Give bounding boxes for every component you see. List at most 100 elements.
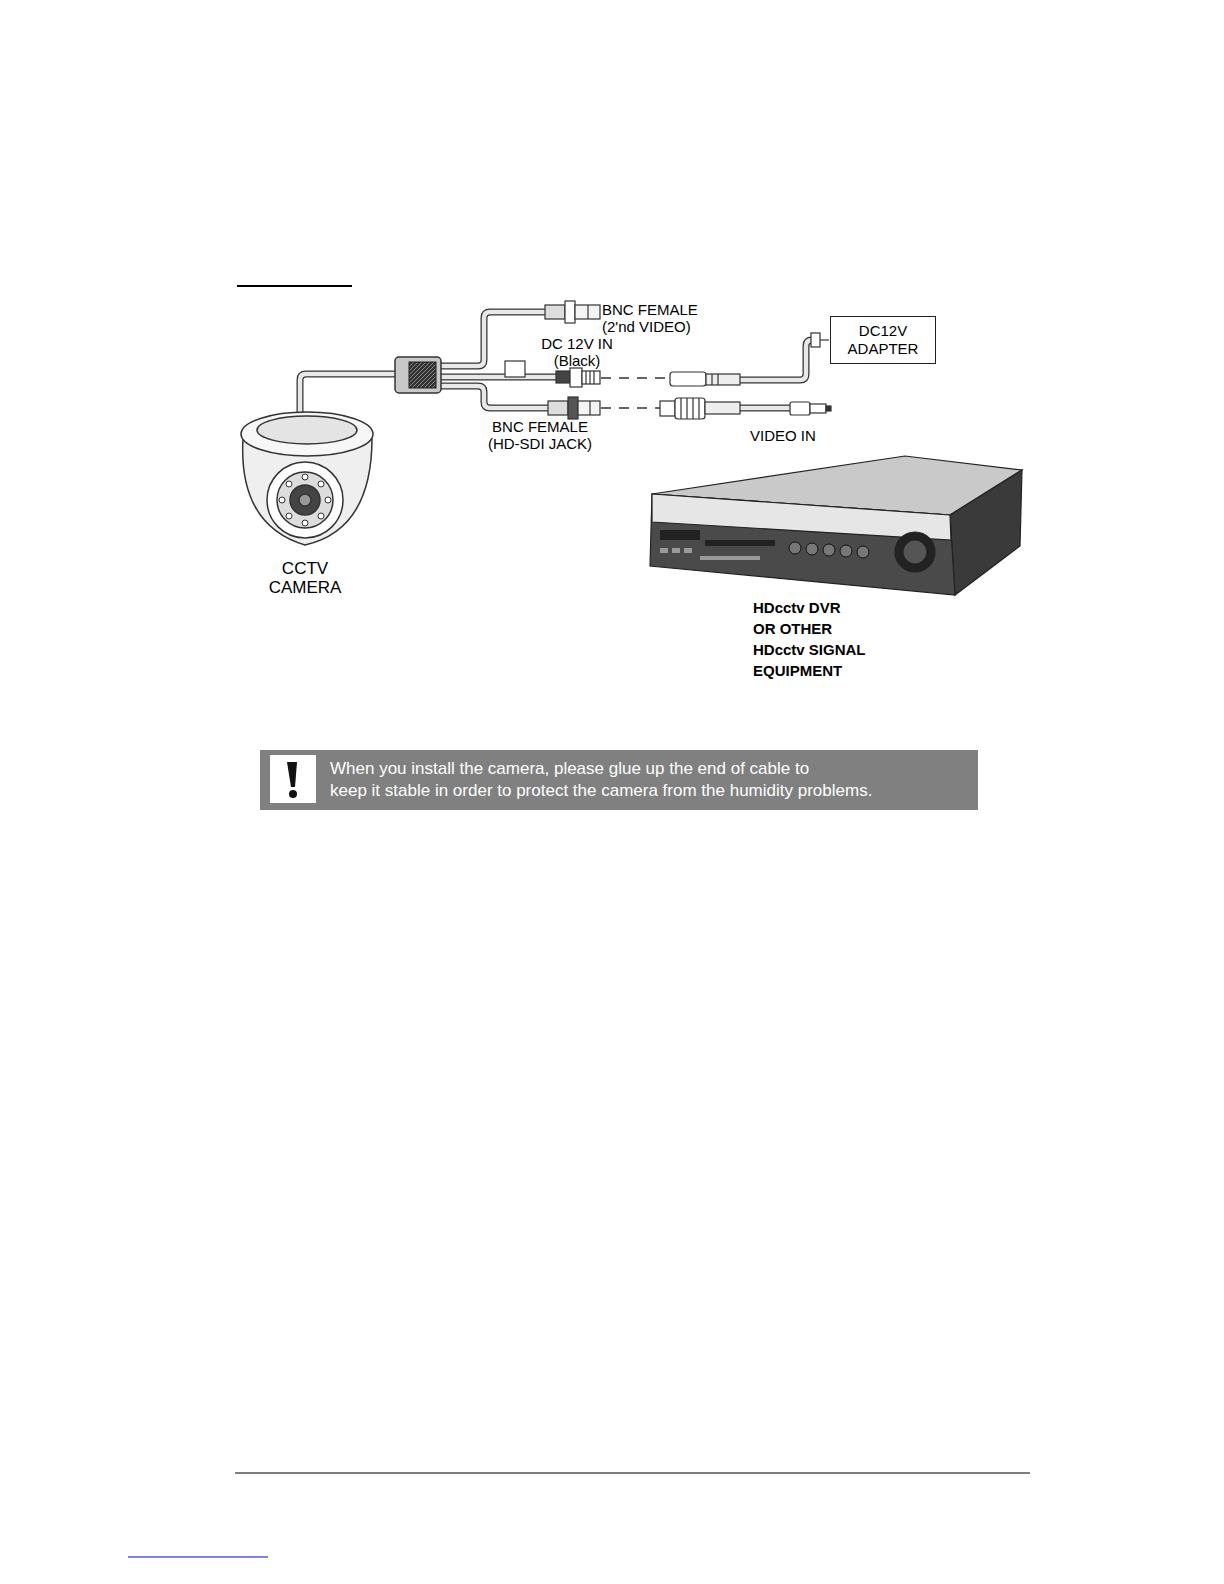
warning-icon [289, 790, 297, 798]
bnc-male-plug [660, 398, 740, 419]
dashed-link [601, 407, 660, 409]
page-rules [128, 1556, 268, 1557]
dvr-recorder [700, 556, 760, 560]
dvr-recorder [672, 548, 680, 553]
cables [440, 386, 548, 408]
dc-jack [556, 368, 600, 387]
dome-camera [325, 497, 331, 503]
rca-plug [790, 402, 831, 415]
warning-icon [270, 755, 316, 803]
heading-underline [237, 285, 352, 287]
connector-label: DC 12V IN (Black) [517, 335, 637, 369]
bnc-female-connector [565, 301, 575, 323]
dvr-recorder [950, 470, 1022, 595]
adapter-box: DC12V ADAPTER [830, 316, 936, 364]
cable-tab [505, 361, 525, 377]
heading-underline [237, 286, 352, 287]
dc-plug [717, 374, 718, 385]
bnc-male-plug [675, 398, 705, 419]
adapter-plug [820, 339, 829, 340]
cables [440, 374, 556, 381]
dome-camera [286, 513, 292, 519]
dvr-recorder [684, 548, 692, 553]
dvr-recorder [660, 530, 775, 546]
warning-icon [287, 762, 297, 787]
bnc-female-connector [578, 401, 600, 415]
dvr-recorder [660, 530, 700, 540]
dome-camera [241, 412, 373, 456]
cables [740, 340, 812, 380]
dvr-recorder [650, 494, 955, 595]
bnc-female-connector [589, 401, 590, 415]
dome-camera [267, 462, 343, 538]
dvr-recorder [806, 543, 818, 555]
dc-jack [585, 371, 586, 384]
dc-jack [593, 371, 594, 384]
cables [740, 340, 812, 380]
device-label: CCTV CAMERA [245, 559, 365, 597]
dc-jack [556, 371, 570, 383]
cables [740, 406, 790, 411]
cables [300, 312, 812, 416]
cable-splitter [395, 357, 441, 393]
dome-camera [302, 520, 308, 526]
cables [300, 374, 398, 416]
dome-camera [286, 481, 292, 487]
dome-camera [279, 497, 285, 503]
dome-camera [318, 513, 324, 519]
node-text: DC12V ADAPTER [835, 322, 931, 358]
dc-plug [706, 374, 740, 385]
dvr-recorder [660, 548, 668, 553]
rca-plug [826, 406, 831, 411]
dvr-recorder [660, 548, 760, 560]
page-rules [235, 1472, 1030, 1473]
rca-plug [810, 404, 826, 413]
connector-label: BNC FEMALE (HD-SDI JACK) [465, 418, 615, 452]
bnc-male-plug [686, 398, 687, 419]
dvr-recorder [652, 494, 951, 540]
bnc-female-connector [548, 401, 568, 415]
bnc-male-plug [680, 398, 681, 419]
dvr-recorder [650, 456, 1022, 595]
dvr-recorder [895, 532, 935, 572]
cables [440, 386, 548, 408]
cables [300, 374, 398, 416]
dvr-recorder [857, 546, 869, 558]
bnc-male-plug [698, 398, 699, 419]
connector-label: VIDEO IN [750, 427, 850, 444]
bnc-female-connector [575, 305, 600, 319]
cable-splitter [395, 357, 441, 393]
adapter-plug [811, 333, 820, 347]
cables [440, 312, 545, 366]
dome-camera [279, 474, 331, 526]
dome-camera [290, 485, 320, 515]
bnc-male-plug [660, 401, 675, 416]
bnc-male-plug [705, 402, 740, 414]
dvr-recorder [840, 545, 852, 557]
dvr-recorder [789, 542, 801, 554]
note-band: When you install the camera, please glue… [260, 750, 978, 810]
dashed-link [601, 377, 670, 379]
dc-plug [670, 372, 706, 386]
cable-tab [505, 361, 525, 377]
cables [740, 405, 790, 412]
rca-plug [790, 402, 810, 415]
bnc-female-connector [545, 305, 565, 319]
cables [440, 375, 556, 380]
cables [440, 312, 545, 366]
dome-camera [241, 412, 373, 545]
connector-label: BNC FEMALE (2'nd VIDEO) [602, 301, 742, 335]
dvr-recorder [705, 540, 775, 546]
warning-icon [270, 755, 316, 803]
dvr-recorder [823, 544, 835, 556]
device-label: HDcctv DVR OR OTHER HDcctv SIGNAL EQUIPM… [753, 597, 933, 681]
node-text: When you install the camera, please glue… [330, 758, 968, 802]
dome-camera [277, 472, 333, 528]
dvr-recorder [903, 540, 927, 564]
dc-plug [711, 374, 712, 385]
cables [300, 312, 812, 416]
dc-jack [582, 371, 600, 384]
dvr-recorder [789, 542, 869, 558]
dc-jack [589, 371, 590, 384]
cables [300, 312, 812, 416]
